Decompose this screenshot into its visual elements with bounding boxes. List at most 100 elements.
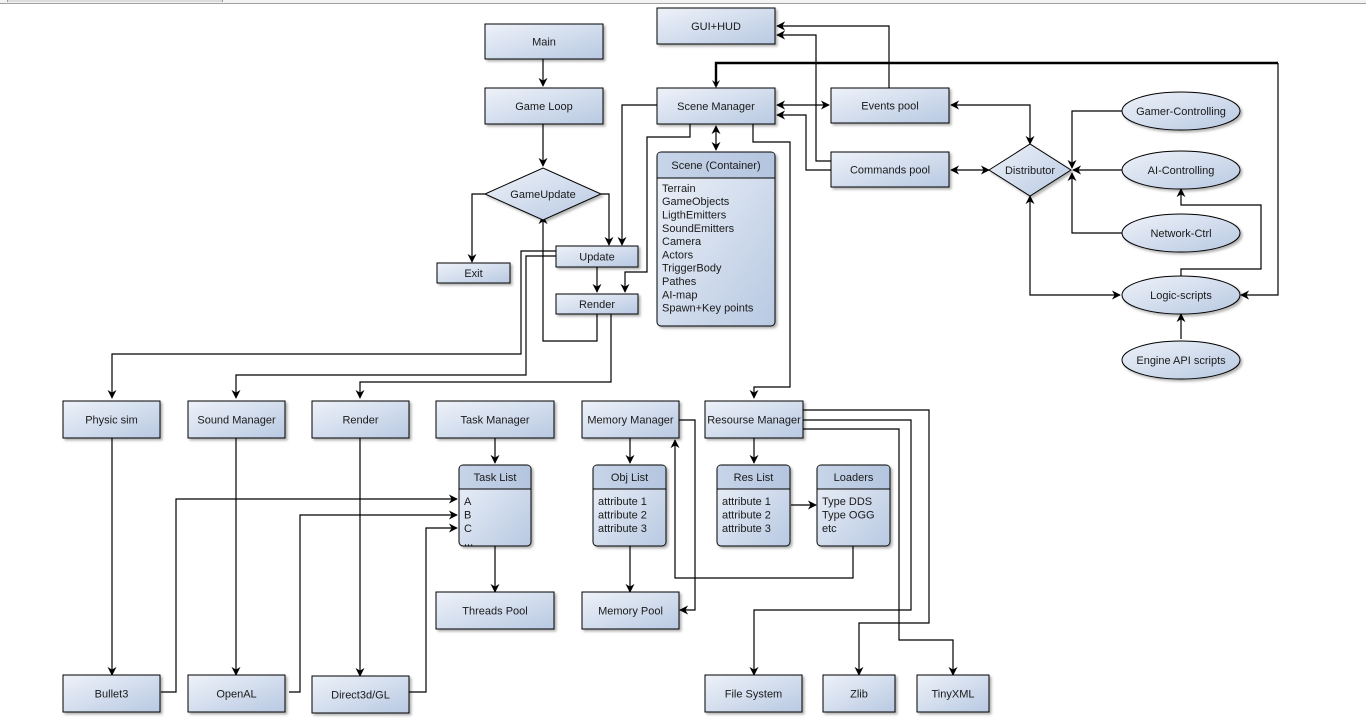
node-direct3d-gl[interactable]: Direct3d/GL xyxy=(311,675,410,714)
connectors xyxy=(107,21,1279,693)
node-box xyxy=(62,674,161,713)
node-gui-hud[interactable]: GUI+HUD xyxy=(656,7,776,45)
edge-scene-update xyxy=(617,104,657,246)
list-item: SoundEmitters xyxy=(662,223,735,235)
node-box xyxy=(581,400,680,439)
list-item: Type OGG xyxy=(822,509,875,521)
edge-gamer-distributor xyxy=(1067,110,1123,169)
list-item: attribute 1 xyxy=(598,496,647,508)
edge-update-sound xyxy=(231,255,556,399)
list-item: Actors xyxy=(662,249,694,261)
node-sound-manager[interactable]: Sound Manager xyxy=(187,400,286,439)
edge-top-logic xyxy=(1240,63,1279,300)
node-scene-manager[interactable]: Scene Manager xyxy=(656,87,776,125)
node-label: Sound Manager xyxy=(197,414,276,426)
edge-scene-resource xyxy=(749,124,791,399)
node-task-manager[interactable]: Task Manager xyxy=(435,400,555,439)
node-tinyxml[interactable]: TinyXML xyxy=(916,674,990,713)
list-item: Camera xyxy=(662,236,702,248)
horizontal-scrollbar[interactable] xyxy=(0,0,1366,4)
node-box xyxy=(704,400,804,439)
node-label: File System xyxy=(725,688,782,700)
node-label: Threads Pool xyxy=(462,605,527,617)
node-main[interactable]: Main xyxy=(484,23,604,60)
node-label: Main xyxy=(532,36,556,48)
list-item: B xyxy=(464,509,471,521)
list-title: Loaders xyxy=(834,472,874,484)
node-file-system[interactable]: File System xyxy=(704,674,803,713)
node-label: Logic-scripts xyxy=(1150,290,1212,302)
node-label: Render xyxy=(579,299,615,311)
node-physicsim[interactable]: Physic sim xyxy=(62,400,161,439)
edge-update-physicsim xyxy=(107,250,556,399)
node-logic-scripts[interactable]: Logic-scripts xyxy=(1121,275,1241,315)
node-memory-manager[interactable]: Memory Manager xyxy=(581,400,680,439)
node-box xyxy=(484,87,604,125)
node-events-pool[interactable]: Events pool xyxy=(830,87,950,124)
node-render-small[interactable]: Render xyxy=(555,293,639,315)
node-resource-manager[interactable]: Resourse Manager xyxy=(704,400,804,439)
node-openal[interactable]: OpenAL xyxy=(187,674,286,713)
node-exit[interactable]: Exit xyxy=(436,262,511,284)
list-header xyxy=(717,465,790,489)
edge-network-distributor xyxy=(1067,172,1123,234)
node-box xyxy=(916,674,990,713)
node-label: Game Loop xyxy=(515,101,572,113)
edge-render-gameupdate xyxy=(538,215,598,342)
list-item: ... xyxy=(464,536,473,548)
edge-events-distributor xyxy=(950,100,1035,145)
scrollbar-thumb[interactable] xyxy=(7,0,223,2)
node-zlib[interactable]: Zlib xyxy=(822,674,896,713)
node-label: Task Manager xyxy=(460,414,529,426)
node-label: Resourse Manager xyxy=(707,414,801,426)
list-scene-container[interactable]: Scene (Container)TerrainGameObjectsLigth… xyxy=(656,151,776,327)
node-game-loop[interactable]: Game Loop xyxy=(484,87,604,125)
edge-openal-taskb xyxy=(289,510,458,693)
list-item: Terrain xyxy=(662,183,696,195)
node-update[interactable]: Update xyxy=(555,245,639,268)
node-memory-pool[interactable]: Memory Pool xyxy=(581,591,680,630)
edge-loaders-memmgr xyxy=(670,439,854,579)
node-box xyxy=(830,87,950,124)
edge-scene-render xyxy=(620,124,691,293)
edge-gameupdate-update xyxy=(601,193,614,246)
edge-resmgr-filesystem xyxy=(749,419,912,676)
node-network-ctrl[interactable]: Network-Ctrl xyxy=(1121,213,1241,253)
node-label: Exit xyxy=(464,268,482,280)
edge-distributor-logic xyxy=(1025,195,1121,300)
ellipse-shape xyxy=(1121,340,1241,380)
node-gamer-controlling[interactable]: Gamer-Controlling xyxy=(1121,91,1241,131)
list-header xyxy=(593,465,666,489)
edge-logic-scene-top xyxy=(714,61,1278,86)
node-engine-api-scripts[interactable]: Engine API scripts xyxy=(1121,340,1241,380)
ellipse-shape xyxy=(1121,213,1241,253)
node-label: Zlib xyxy=(850,688,868,700)
edge-resmgr-zlib xyxy=(803,409,930,676)
edge-events-gui xyxy=(776,21,890,88)
edge-commands-gui xyxy=(776,30,831,162)
node-bullet3[interactable]: Bullet3 xyxy=(62,674,161,713)
node-box xyxy=(822,674,896,713)
list-task-list[interactable]: Task ListABC... xyxy=(458,464,532,548)
list-title: Task List xyxy=(474,472,517,484)
list-item: attribute 1 xyxy=(722,496,771,508)
node-game-update[interactable]: GameUpdate xyxy=(483,167,603,221)
node-commands-pool[interactable]: Commands pool xyxy=(830,151,950,188)
node-label: Network-Ctrl xyxy=(1150,228,1211,240)
node-threads-pool[interactable]: Threads Pool xyxy=(435,591,555,630)
edge-resmgr-tinyxml xyxy=(803,428,958,676)
node-box xyxy=(311,675,410,714)
edge-gameupdate-exit xyxy=(467,193,485,263)
node-distributor[interactable]: Distributor xyxy=(988,143,1072,197)
node-render[interactable]: Render xyxy=(311,400,410,439)
node-ai-controlling[interactable]: AI-Controlling xyxy=(1121,150,1241,190)
node-label: GameUpdate xyxy=(510,189,575,201)
node-box xyxy=(436,262,511,284)
node-box xyxy=(830,151,950,188)
node-label: Gamer-Controlling xyxy=(1136,106,1226,118)
